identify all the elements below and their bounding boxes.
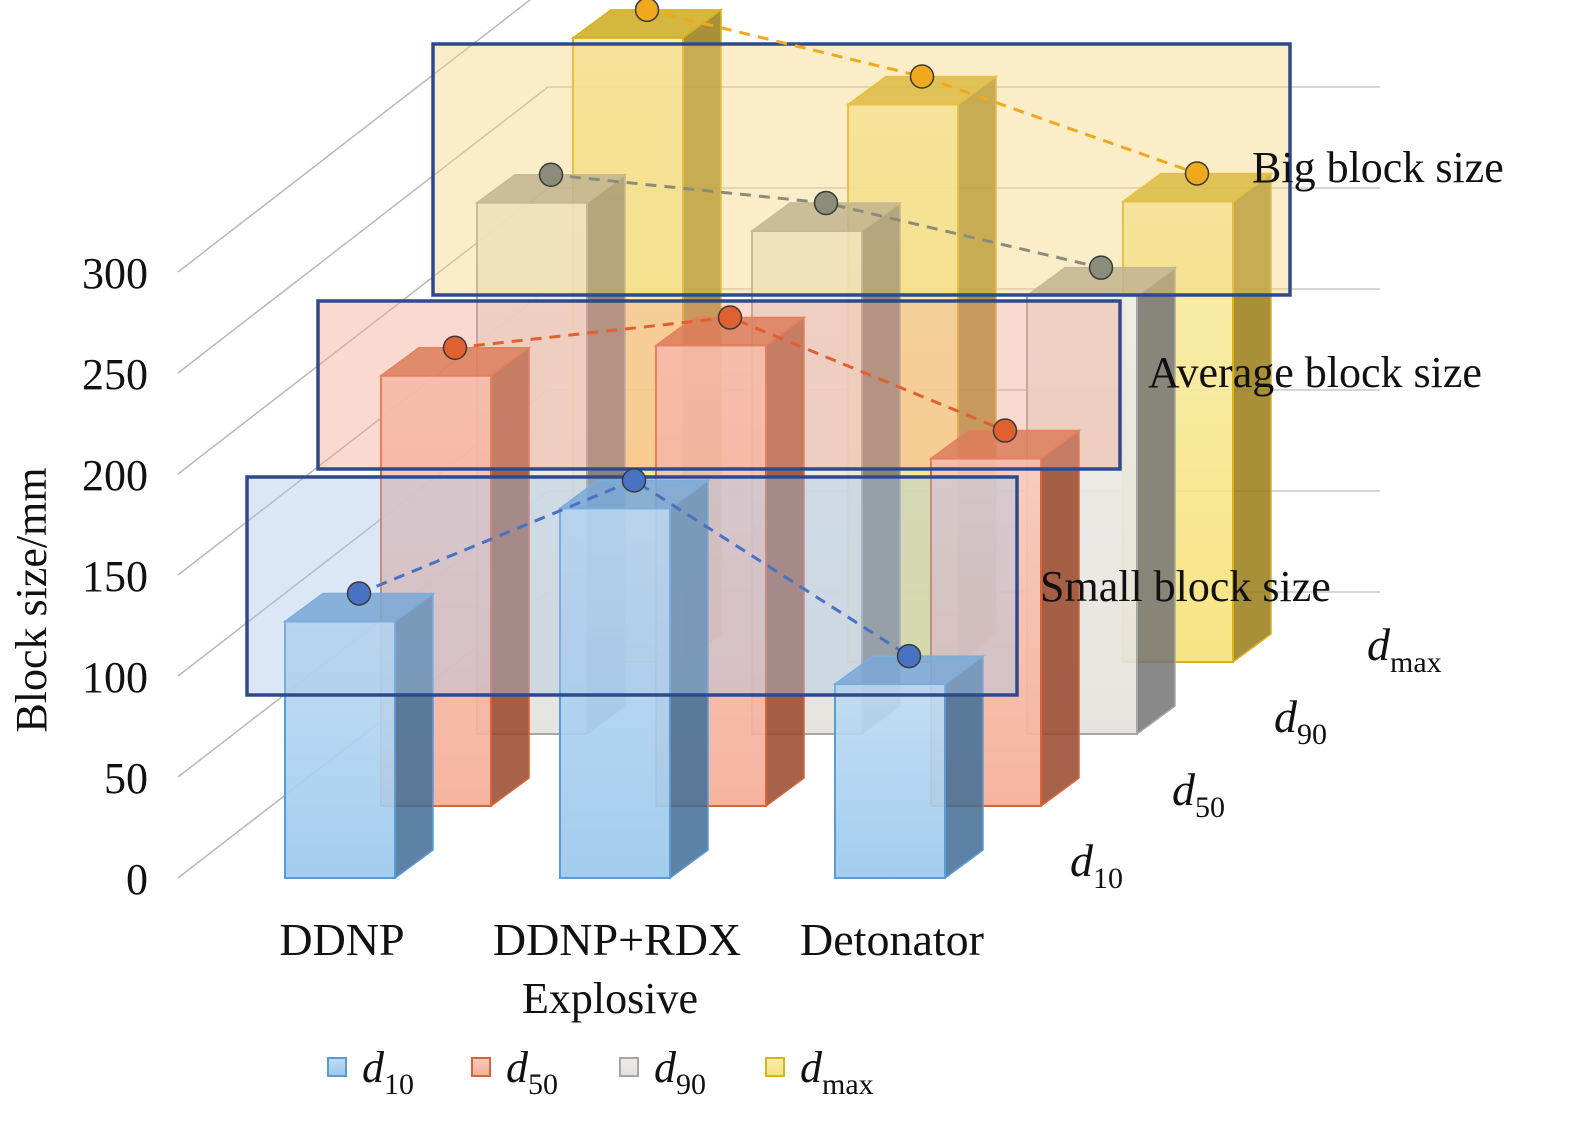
gridline-diagonal [177,86,549,374]
trend-dmax [634,0,1210,186]
bars-layer [282,8,1274,880]
bar-top [1120,172,1274,203]
trend-point [717,305,743,330]
trend-point [909,64,935,89]
y-tick-label: 200 [82,451,148,500]
trend-point [621,468,647,493]
bar-side [1040,429,1080,808]
trend-d10 [346,468,922,669]
bar-top [378,346,532,377]
trend-point [634,0,660,23]
bar-side [1136,266,1176,736]
annotation-big-block-size: Big block size [1252,143,1504,192]
depth-axis-labels: d10 d50 d90 dmax [1070,619,1442,895]
bar-front [834,683,946,880]
y-axis-label: Block size/mm [7,467,56,732]
gridline-diagonal [177,0,532,273]
legend-item-d50: d50 [471,1043,558,1101]
legend-swatch [765,1057,785,1077]
bar-top [474,173,628,204]
trend-point [992,418,1018,443]
bar-top [928,429,1082,460]
bar-top [653,316,807,347]
trend-point [813,190,839,216]
depth-label-d90: d90 [1274,691,1327,751]
category-label: DDNP+RDX [493,914,741,965]
trend-line [358,478,910,658]
legend-label: d50 [506,1043,558,1101]
bar-front [284,620,396,880]
bar-d10-ddnp [282,591,436,880]
y-tick-label: 0 [126,855,148,904]
trend-point [1088,255,1114,280]
box-small [245,475,1019,697]
bar-d10-ddnp-rdx [557,478,711,880]
legend-swatch [619,1057,639,1077]
legend-label: dmax [800,1043,874,1101]
legend-label: d10 [362,1043,414,1101]
labels-layer: Block size/mm Explosive Big block size A… [7,143,1504,1023]
y-tick-label: 300 [82,249,148,298]
category-label: DDNP [279,914,404,965]
annotation-average-block-size: Average block size [1148,348,1482,397]
legend: d10 d50 d90 dmax [327,1043,874,1101]
legend-swatch [471,1057,491,1077]
box-big [431,42,1292,297]
legend-label: d90 [654,1043,706,1101]
category-labels: DDNP DDNP+RDX Detonator [279,914,984,965]
y-tick-label: 150 [82,552,148,601]
legend-item-d90: d90 [619,1043,706,1101]
trend-d90 [538,162,1114,280]
depth-label-d10: d10 [1070,835,1123,895]
trend-point [346,581,372,606]
legend-item-d10: d10 [327,1043,414,1101]
y-tick-labels: 0 50 100 150 200 250 300 [82,249,148,904]
y-tick-label: 50 [104,754,148,803]
y-tick-label: 100 [82,653,148,702]
bar-top [845,75,999,106]
box-average [316,299,1122,471]
depth-label-d50: d50 [1172,764,1225,824]
bar-dmax-detonator [1120,171,1274,664]
depth-label-dmax: dmax [1367,619,1442,679]
category-label: Detonator [800,914,984,965]
legend-item-dmax: dmax [765,1043,874,1101]
annotation-small-block-size: Small block size [1040,562,1331,611]
bar-d10-detonator [832,654,986,880]
trend-point [896,643,922,669]
bar-front [559,507,671,879]
trend-line [646,8,1198,175]
trend-point [538,162,564,187]
trend-lines-layer [346,0,1210,669]
highlight-boxes-layer [245,42,1292,697]
bar-top [282,592,436,623]
bar-top [557,479,711,510]
bar-top [832,655,986,685]
trend-point [442,335,468,360]
bar-top [749,202,903,232]
legend-swatch [327,1057,347,1077]
bar-d50-detonator [928,429,1082,808]
y-tick-label: 250 [82,350,148,399]
trend-point [1184,161,1210,186]
bar-top [570,9,724,39]
x-axis-label: Explosive [522,974,698,1023]
trend-d50 [442,305,1018,443]
